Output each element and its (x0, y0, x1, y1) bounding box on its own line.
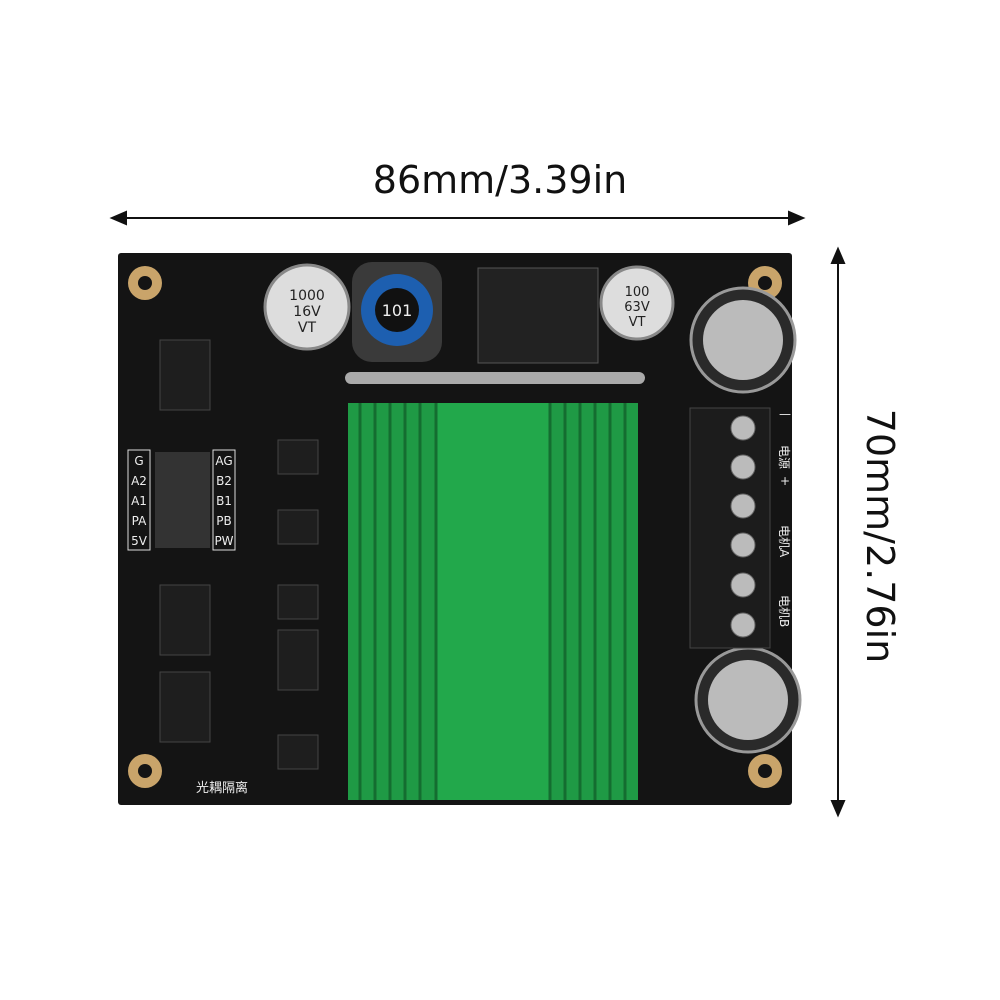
inductor: 101 (352, 262, 442, 362)
svg-text:VT: VT (629, 315, 646, 330)
svg-text:+: + (780, 474, 790, 488)
svg-text:电源: 电源 (777, 445, 791, 469)
capacitor-left: 1000 16V VT (263, 263, 351, 351)
ic-chips (159, 339, 319, 770)
svg-text:G: G (134, 454, 143, 468)
svg-text:AG: AG (215, 454, 232, 468)
regulator-ic (477, 267, 599, 364)
capacitor-right: 100 63V VT (599, 265, 675, 341)
svg-text:16V: 16V (293, 304, 321, 320)
terminal-labels: — 电源 + 电机A 电机B (777, 407, 791, 627)
svg-text:A1: A1 (131, 494, 147, 508)
pin-header: G A2 A1 PA 5V AG B2 B1 PB PW (127, 449, 236, 551)
svg-text:PW: PW (214, 534, 233, 548)
svg-text:电机B: 电机B (777, 595, 791, 627)
svg-text:B1: B1 (216, 494, 232, 508)
svg-text:101: 101 (382, 301, 413, 320)
width-arrow (109, 210, 806, 226)
width-dimension-label: 86mm/3.39in (372, 158, 628, 202)
svg-text:VT: VT (298, 320, 317, 336)
heatsink (348, 403, 638, 800)
svg-text:—: — (779, 407, 791, 421)
screw-terminal-block (689, 407, 771, 649)
svg-text:PA: PA (132, 514, 147, 528)
svg-text:100: 100 (625, 285, 650, 300)
svg-text:电机A: 电机A (777, 525, 791, 558)
svg-text:63V: 63V (624, 300, 650, 315)
height-arrow (830, 246, 846, 818)
shunt-resistor (345, 372, 645, 384)
svg-text:B2: B2 (216, 474, 232, 488)
svg-text:5V: 5V (131, 534, 148, 548)
svg-text:A2: A2 (131, 474, 147, 488)
bottom-silkscreen-label: 光耦隔离 (196, 780, 248, 796)
svg-text:PB: PB (216, 514, 231, 528)
svg-text:1000: 1000 (289, 288, 325, 304)
